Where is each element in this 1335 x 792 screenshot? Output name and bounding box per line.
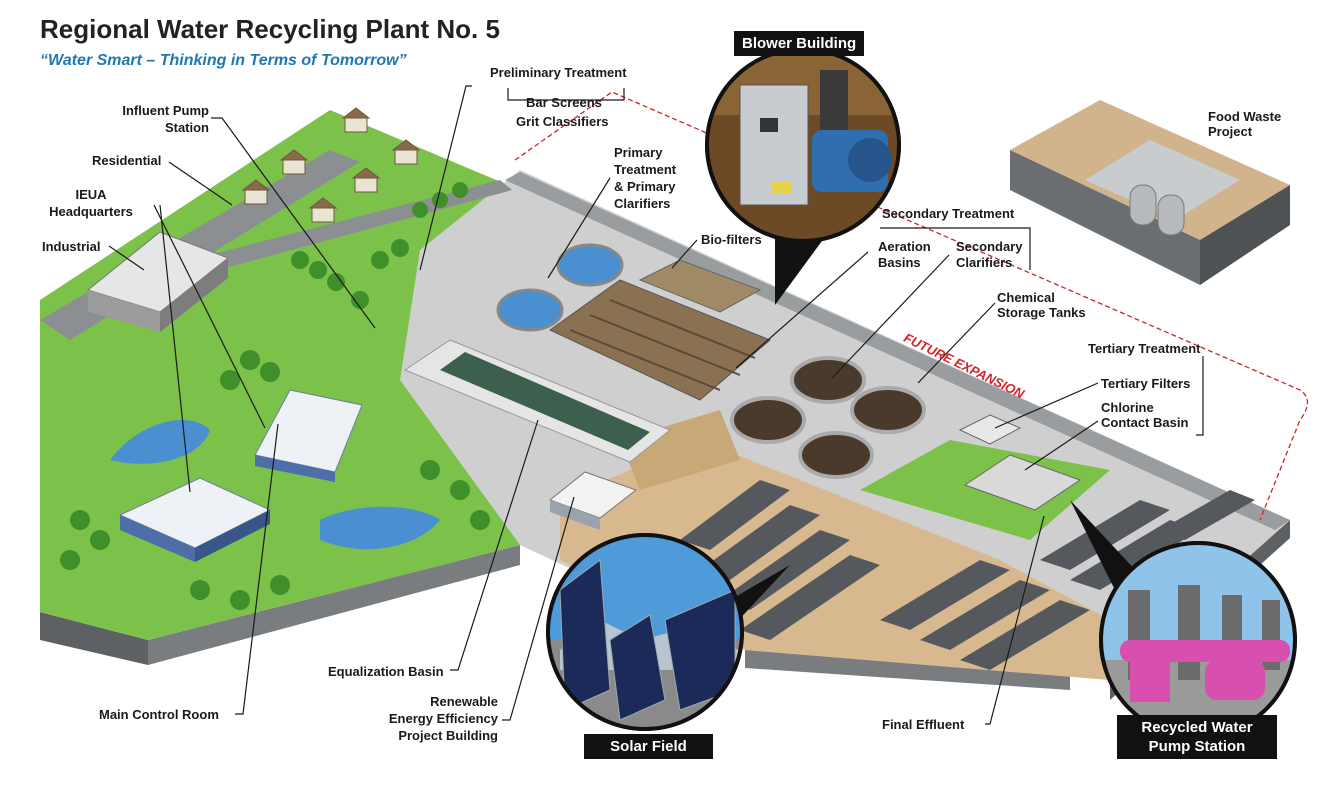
label-chlorine-line1: Chlorine bbox=[1101, 400, 1154, 415]
plant-slab-front bbox=[745, 650, 1070, 690]
ieua-hq-wall bbox=[255, 455, 335, 482]
food-waste-slab-right bbox=[1200, 185, 1290, 285]
renewable-building-wall bbox=[550, 500, 600, 530]
label-final-effluent: Final Effluent bbox=[882, 717, 965, 732]
site-slab-front bbox=[148, 545, 520, 665]
label-secondary-treatment: Secondary Treatment bbox=[882, 206, 1015, 221]
secondary-clarifier-3 bbox=[850, 386, 926, 434]
secondary-clarifier-2 bbox=[730, 396, 806, 444]
pond-right bbox=[320, 506, 440, 550]
residential-houses bbox=[241, 107, 421, 223]
food-waste-tank-1 bbox=[1129, 184, 1157, 226]
page-title: Regional Water Recycling Plant No. 5 bbox=[40, 14, 500, 44]
secondary-clarifier-1 bbox=[790, 356, 866, 404]
label-tertiary-treatment: Tertiary Treatment bbox=[1088, 341, 1201, 356]
label-aeration-line2: Basins bbox=[878, 255, 921, 270]
label-primary-line2: Treatment bbox=[614, 162, 677, 177]
chlorine-contact-basin bbox=[958, 414, 1022, 445]
callout-pump-station-line1: Recycled Water bbox=[1141, 719, 1253, 736]
label-ieua-line1: IEUA bbox=[75, 187, 107, 202]
cross-road bbox=[190, 180, 512, 275]
callout-blower-building: Blower Building bbox=[734, 31, 865, 56]
aeration-basins bbox=[549, 279, 771, 401]
label-renewable-line3: Project Building bbox=[398, 728, 498, 743]
label-equalization-basin: Equalization Basin bbox=[328, 664, 444, 679]
label-residential: Residential bbox=[92, 153, 162, 168]
label-influent-pump-station-line1: Influent Pump bbox=[122, 103, 209, 118]
callout-pump-station-line2: Pump Station bbox=[1148, 738, 1246, 755]
food-waste-tank-2 bbox=[1157, 194, 1185, 236]
leader-lines bbox=[108, 85, 1204, 725]
label-food-waste-line2: Project bbox=[1208, 124, 1253, 139]
bio-filters bbox=[638, 259, 762, 313]
label-chlorine-line2: Contact Basin bbox=[1101, 415, 1189, 430]
perimeter-road bbox=[505, 172, 1290, 530]
label-primary-line1: Primary bbox=[614, 145, 663, 160]
label-primary-line3: & Primary bbox=[614, 179, 676, 194]
tertiary-filters-building bbox=[963, 454, 1082, 511]
label-renewable-line1: Renewable bbox=[430, 694, 498, 709]
callout-pump-station: Recycled Water Pump Station bbox=[1117, 715, 1277, 759]
label-grit-classifiers: Grit Classifiers bbox=[516, 114, 609, 129]
food-waste-pad bbox=[1085, 140, 1240, 220]
label-renewable-line2: Energy Efficiency bbox=[388, 711, 498, 726]
primary-clarifier-1 bbox=[496, 288, 564, 332]
food-waste-slab-left bbox=[1010, 150, 1200, 285]
pump-callout-pointer bbox=[1070, 500, 1140, 590]
dirt-area-2 bbox=[620, 410, 740, 490]
future-expansion-boundary bbox=[514, 91, 1309, 521]
label-industrial: Industrial bbox=[42, 239, 101, 254]
solar-panel-rows bbox=[680, 480, 1255, 670]
page-subtitle: “Water Smart – Thinking in Terms of Tomo… bbox=[40, 52, 407, 69]
tree-clusters bbox=[60, 182, 490, 610]
primary-clarifier-2 bbox=[556, 243, 624, 287]
blower-callout-pointer bbox=[775, 230, 830, 305]
label-primary-line4: Clarifiers bbox=[614, 196, 671, 211]
label-main-control-room: Main Control Room bbox=[99, 707, 219, 722]
main-control-room-wall bbox=[120, 515, 195, 562]
label-tertiary-filters: Tertiary Filters bbox=[1101, 376, 1191, 391]
industrial-wall-2 bbox=[160, 258, 228, 332]
secondary-clarifier-4 bbox=[798, 431, 874, 479]
label-bio-filters: Bio-filters bbox=[701, 232, 762, 247]
label-influent-pump-station-line2: Station bbox=[164, 120, 209, 135]
site-slab-side bbox=[40, 612, 148, 665]
industrial-wall bbox=[88, 290, 160, 332]
label-ieua-line2: Headquarters bbox=[49, 204, 133, 219]
label-food-waste-line1: Food Waste bbox=[1208, 109, 1282, 124]
label-secondary-clarifiers-line2: Clarifiers bbox=[956, 255, 1013, 270]
equalization-basin-water bbox=[440, 352, 650, 450]
label-aeration-line1: Aeration bbox=[878, 239, 931, 254]
label-bar-screens: Bar Screens bbox=[526, 95, 602, 110]
label-preliminary-treatment: Preliminary Treatment bbox=[490, 65, 627, 80]
callout-solar-field: Solar Field bbox=[584, 734, 713, 759]
main-control-room-wall-2 bbox=[195, 510, 270, 562]
label-secondary-clarifiers-line1: Secondary bbox=[956, 239, 1023, 254]
label-chemical-line2: Storage Tanks bbox=[997, 305, 1086, 320]
label-chemical-line1: Chemical bbox=[997, 290, 1055, 305]
pond-left bbox=[110, 420, 210, 464]
